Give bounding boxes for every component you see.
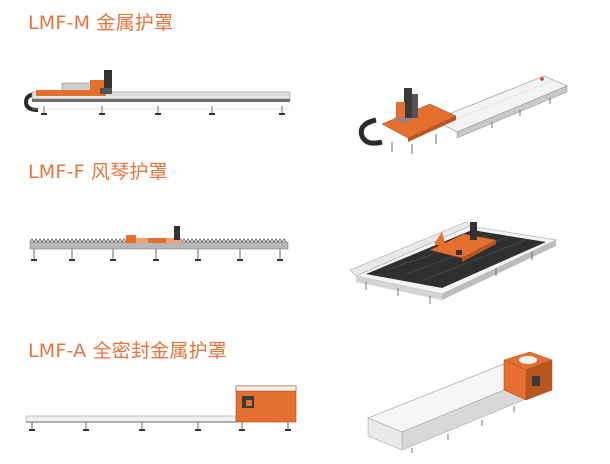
section-title-lmf-a: LMF-A 全密封金属护罩 <box>28 340 227 362</box>
lmf-a-iso-view <box>362 350 562 454</box>
lmf-f-side-view <box>28 222 290 270</box>
section-title-lmf-f: LMF-F 风琴护罩 <box>28 161 168 183</box>
section-title-lmf-m: LMF-M 金属护罩 <box>28 12 174 34</box>
lmf-m-iso-view <box>352 72 574 164</box>
lmf-m-side-view <box>20 66 295 126</box>
lmf-a-side-view <box>24 382 302 440</box>
lmf-f-iso-view <box>346 210 568 310</box>
